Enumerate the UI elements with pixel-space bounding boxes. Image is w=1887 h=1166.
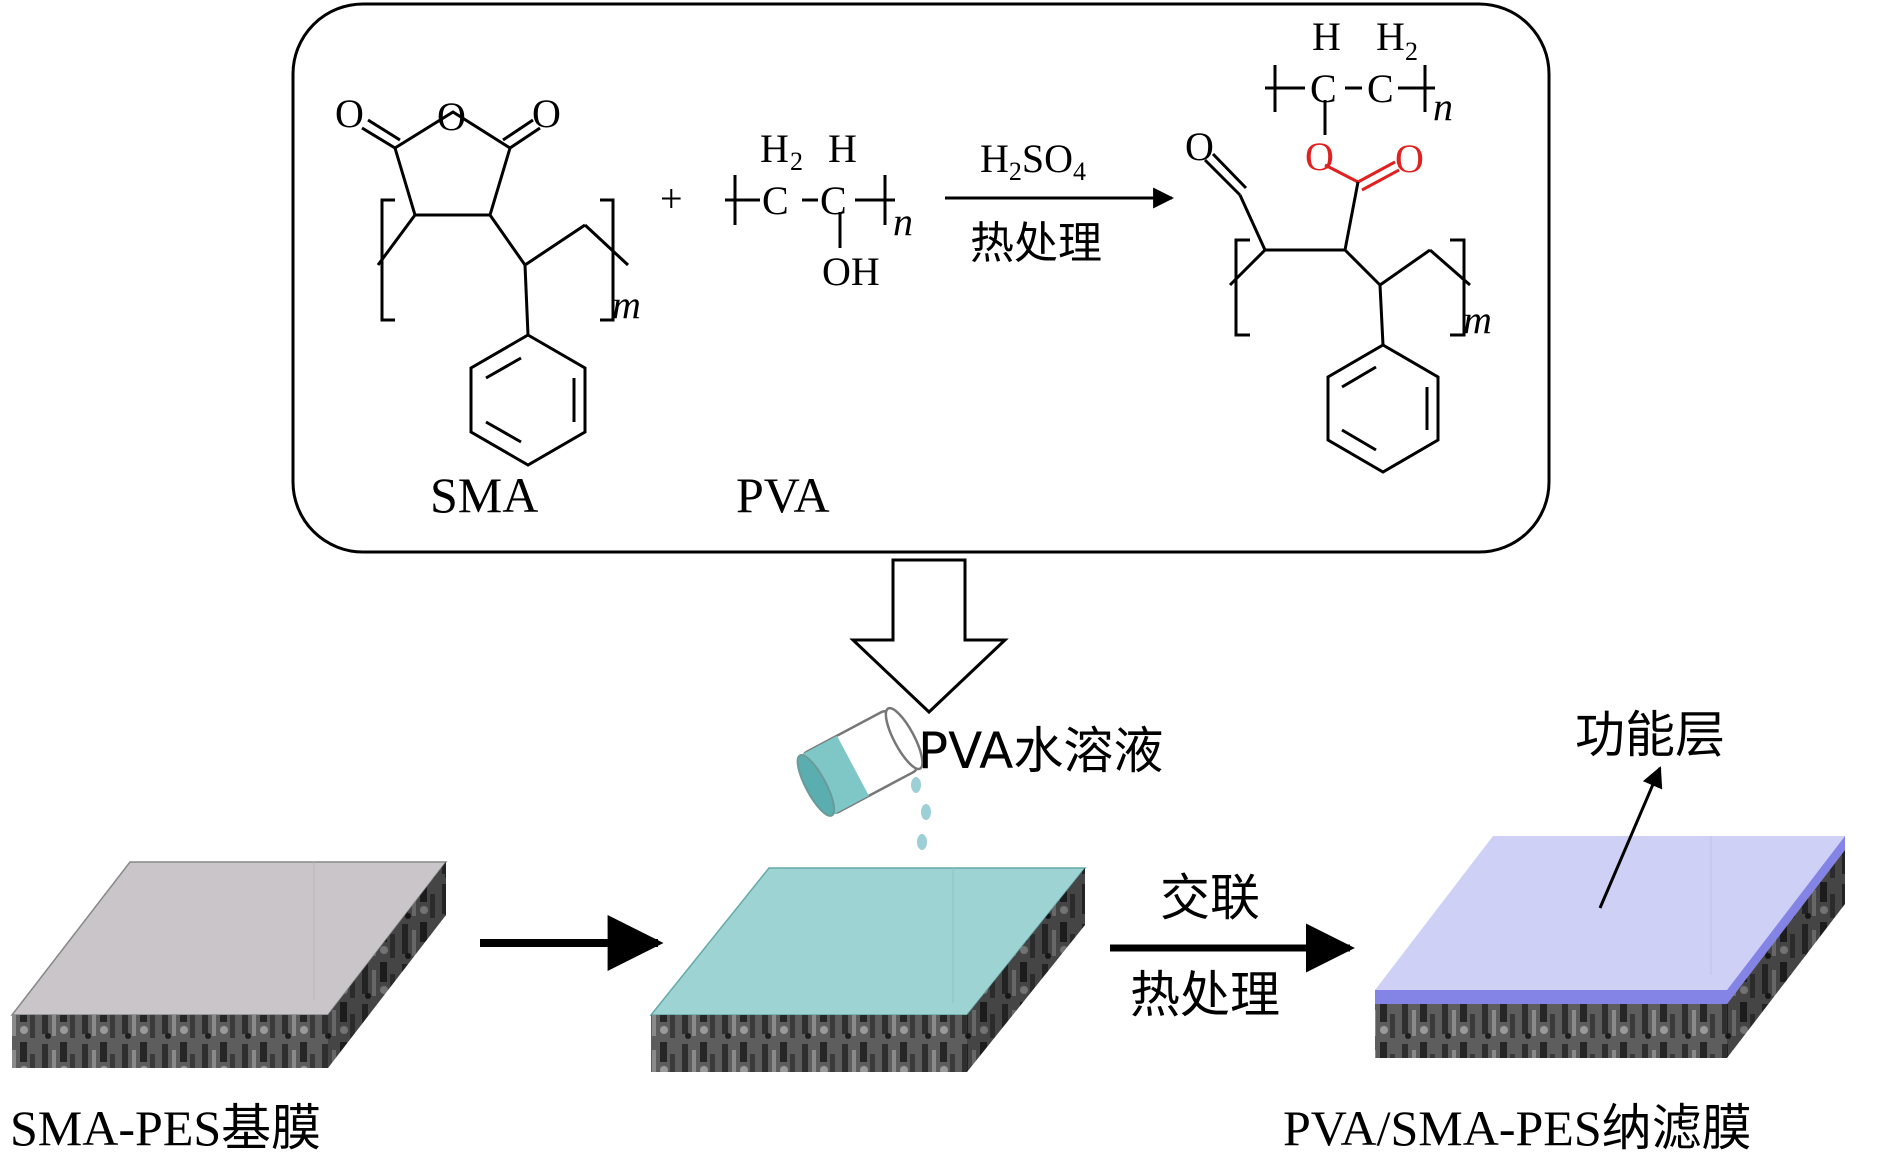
- final-membrane-label: PVA/SMA-PES纳滤膜: [1283, 1100, 1752, 1156]
- base-membrane-label: SMA-PES基膜: [10, 1100, 321, 1156]
- pva-c1: C: [762, 178, 789, 223]
- sma-ring-o: O: [437, 94, 466, 139]
- pva-h2-sub: 2: [790, 147, 803, 176]
- step2-label-bottom: 热处理: [1130, 966, 1280, 1024]
- product-ester-o: O: [1305, 134, 1334, 179]
- pva-structure: [725, 175, 895, 248]
- product-structure: [1203, 65, 1471, 474]
- pva-repeat-n: n: [893, 199, 913, 244]
- product-h2-h: H: [1376, 14, 1405, 59]
- beaker-icon: [796, 706, 924, 817]
- pva-h2-h: H: [760, 126, 789, 171]
- product-h2-sub: 2: [1405, 37, 1418, 66]
- pva-solution-label: PVA水溶液: [918, 722, 1163, 780]
- pva-c2: C: [820, 178, 847, 223]
- sma-carbonyl-o-left: O: [335, 91, 364, 136]
- sma-label: SMA: [430, 467, 538, 523]
- reagent-h2so4: H2SO4: [980, 136, 1086, 186]
- reaction-panel: [291, 2, 1551, 554]
- product-c1: C: [1310, 66, 1337, 111]
- sma-structure: [361, 110, 630, 467]
- pva-label: PVA: [736, 467, 830, 523]
- product-carbonyl-o: O: [1395, 136, 1424, 181]
- pva-h: H: [828, 126, 857, 171]
- product-repeat-n: n: [1433, 84, 1453, 129]
- step2-label-top: 交联: [1160, 869, 1260, 927]
- coated-membrane: [649, 867, 1087, 1072]
- functional-layer-label: 功能层: [1575, 706, 1725, 764]
- final-membrane: [1375, 836, 1845, 1058]
- reaction-condition: 热处理: [970, 218, 1102, 269]
- hollow-down-arrow: [849, 558, 1009, 715]
- pva-oh: OH: [822, 249, 880, 294]
- sma-repeat-m: m: [612, 282, 641, 327]
- product-c2: C: [1367, 66, 1394, 111]
- product-h: H: [1312, 14, 1341, 59]
- base-membrane: [10, 861, 448, 1068]
- product-repeat-m: m: [1463, 297, 1492, 342]
- water-drop: [921, 804, 931, 820]
- sma-carbonyl-o-right: O: [532, 91, 561, 136]
- water-drop: [917, 834, 927, 850]
- layer-pointer: [1598, 766, 1663, 909]
- plus-sign: +: [660, 176, 683, 221]
- product-aldehyde-o: O: [1185, 124, 1214, 169]
- water-drop: [911, 777, 921, 793]
